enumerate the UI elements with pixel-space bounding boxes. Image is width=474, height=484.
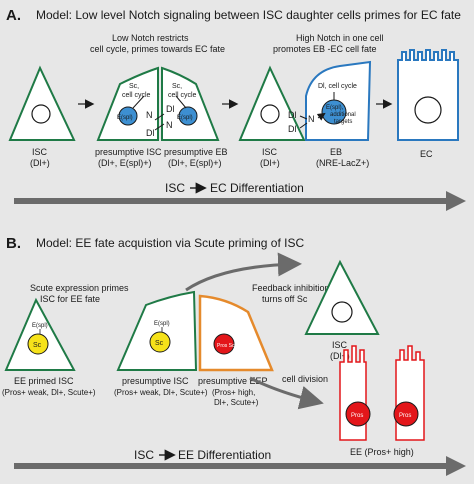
note-low-notch-2: cell cycle, primes towards EC fate [90, 44, 225, 54]
dl-cell-cycle-label: Dl, cell cycle [318, 83, 357, 90]
cell-label: presumptive ISC [95, 147, 162, 157]
presumptive-eep-cell [198, 294, 274, 372]
isc-nucleus [260, 104, 280, 124]
cell-label: EB [330, 147, 342, 157]
sc-label: Sc, [172, 83, 182, 90]
espl-targets-label: additional [330, 112, 356, 118]
cell-marker: (Dl+, E(spl)+) [98, 158, 152, 168]
cell-marker: (Pros+ weak, Dl+, Scute+) [2, 388, 96, 397]
ec-cell [397, 49, 459, 141]
cell-marker: Dl+, Scute+) [214, 398, 259, 407]
presumptive-eb-nucleus [178, 106, 198, 126]
cell-marker: (Dl+, E(spl)+) [168, 158, 222, 168]
isc-cell [8, 65, 76, 141]
presumptive-eb-cell [161, 66, 220, 141]
feedback-note-1: Feedback inhibition [252, 283, 330, 293]
pros-nucleus [345, 401, 371, 427]
signal-line [299, 115, 308, 120]
cell-label: presumptive EB [164, 147, 228, 157]
panel-a-letter: A. [6, 7, 21, 24]
sc-label: Sc [155, 340, 164, 347]
sc-label: Sc [33, 342, 42, 349]
scute-nucleus [149, 331, 171, 353]
cell-division-arrow [249, 376, 324, 410]
cell-label: presumptive EEP [198, 376, 268, 386]
espl-label: E(spl) [177, 115, 193, 121]
isc-cell [238, 65, 306, 141]
pros-nucleus [213, 333, 235, 355]
presumptive-isc-cell [116, 290, 198, 371]
axis-right-label: EE Differentiation [178, 448, 271, 462]
cell-label: ISC [262, 147, 278, 157]
espl-targets-label: E(spl), [326, 105, 344, 111]
cell-label: ISC [32, 147, 48, 157]
pros-nucleus [393, 401, 419, 427]
cell-marker: (Pros+ high, [212, 388, 255, 397]
delta-label: Dl [288, 110, 297, 120]
pros-label: Pros [351, 413, 363, 419]
axis-arrowhead [446, 456, 466, 476]
cell-label: ISC [332, 340, 348, 350]
sc-label: Sc, [129, 83, 139, 90]
cell-label: EE (Pros+ high) [350, 447, 414, 457]
feedback-note-2: turns off Sc [262, 294, 308, 304]
pros-sc-label: Pros Sc [217, 343, 235, 349]
espl-targets-label: targets [334, 119, 352, 125]
isc-nucleus [331, 301, 353, 323]
primes-note-2: ISC for EE fate [40, 294, 100, 304]
cell-division-label: cell division [282, 374, 328, 384]
axis-arrowhead [446, 191, 466, 211]
scute-nucleus [27, 333, 49, 355]
cell-label: EE primed ISC [14, 376, 74, 386]
signal-line [154, 113, 165, 121]
isc-cell [304, 259, 380, 335]
notch-label: N [146, 110, 153, 120]
isc-nucleus [31, 104, 51, 124]
note-low-notch-1: Low Notch restricts [112, 33, 189, 43]
cell-label: presumptive ISC [122, 376, 189, 386]
delta-label: Dl [288, 124, 297, 134]
presumptive-isc-cell [96, 66, 159, 141]
primes-note-1: Scute expression primes [30, 283, 129, 293]
ee-cell [339, 345, 367, 441]
cell-label: EC [420, 149, 433, 159]
cell-marker: (NRE-LacZ+) [316, 158, 369, 168]
cell-marker: (Pros+ weak, Dl+, Scute+) [114, 388, 208, 397]
note-high-notch-1: High Notch in one cell [296, 33, 384, 43]
espl-label: E(spl) [154, 321, 170, 327]
pros-label: Pros [399, 413, 411, 419]
feedback-arrow [185, 252, 302, 292]
panel-b-title: Model: EE fate acquistion via Scute prim… [36, 236, 304, 250]
inhibition-line [132, 95, 145, 109]
cell-marker: (Dl+) [330, 351, 350, 361]
sc-label: cell cycle [168, 92, 197, 99]
delta-label: Dl [166, 104, 175, 114]
cell-marker: (Dl+) [260, 158, 280, 168]
note-high-notch-2: promotes EB -EC cell fate [273, 44, 377, 54]
espl-label: E(spl) [32, 323, 48, 329]
inhibition-line [175, 95, 187, 109]
notch-label: N [166, 120, 173, 130]
axis-left-label: ISC [165, 181, 185, 195]
ec-nucleus [414, 96, 442, 124]
panel-b: B. Model: EE fate acquistion via Scute p… [2, 235, 466, 476]
cell-marker: (Dl+) [30, 158, 50, 168]
axis-right-label: EC Differentiation [210, 181, 304, 195]
notch-label: N [308, 114, 315, 124]
signal-arrow [316, 112, 326, 121]
espl-label: E(spl) [117, 115, 133, 121]
axis-left-label: ISC [134, 448, 154, 462]
sc-label: cell cycle [122, 92, 151, 99]
presumptive-isc-nucleus [118, 106, 138, 126]
panel-b-letter: B. [6, 235, 21, 252]
signal-line [154, 123, 165, 131]
delta-label: Dl [146, 128, 155, 138]
ee-cell [395, 345, 425, 441]
signal-line [299, 122, 308, 129]
panel-a-title: Model: Low level Notch signaling between… [36, 8, 461, 22]
panel-a: A. Model: Low level Notch signaling betw… [6, 7, 466, 211]
